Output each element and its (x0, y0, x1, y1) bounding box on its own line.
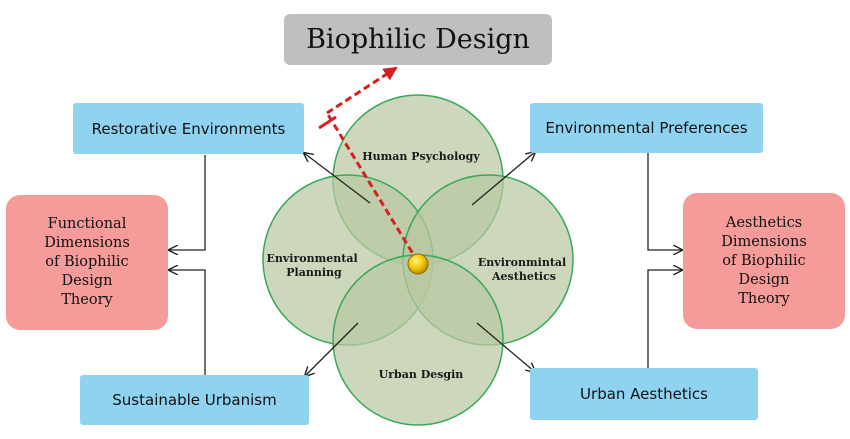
box-sustainable-urbanism: Sustainable Urbanism (80, 375, 309, 425)
venn-circles (262, 94, 574, 426)
box-urban-aesthetics: Urban Aesthetics (530, 368, 758, 420)
arrow-to-restorative (304, 153, 371, 204)
sustainable-label: Sustainable Urbanism (112, 391, 277, 409)
label-environmental-aesthetics: Environmintal Aesthetics (478, 256, 570, 283)
label-urban-design: Urban Desgin (379, 368, 464, 381)
arrow-to-urban-aesthetics (476, 322, 535, 372)
box-functional-dimensions: Functional Dimensions of Biophilic Desig… (6, 195, 168, 330)
center-dot (407, 253, 429, 275)
arrow-to-preferences (471, 152, 535, 206)
aesthetics-label: Aesthetics Dimensions of Biophilic Desig… (721, 214, 807, 307)
page-title: Biophilic Design (306, 24, 530, 55)
title-box: Biophilic Design (284, 14, 552, 65)
preferences-label: Environmental Preferences (545, 119, 748, 137)
circle-urban-design (332, 254, 504, 426)
arrow-to-sustainable (305, 322, 359, 376)
connector-urban-aesthetics (647, 270, 682, 368)
label-environmental-planning: Environmental Planning (267, 252, 362, 279)
connector-preferences-aesthetics (647, 153, 682, 250)
connector-sustainable-functional (169, 270, 206, 375)
pointer-dashed-arrow (326, 66, 398, 115)
connector-restorative-functional (169, 155, 206, 250)
pointer-cross-mark (318, 115, 337, 130)
functional-label: Functional Dimensions of Biophilic Desig… (44, 216, 130, 308)
restorative-label: Restorative Environments (91, 119, 286, 138)
label-human-psychology: Human Psychology (362, 150, 480, 163)
urban-aesthetics-label: Urban Aesthetics (580, 385, 708, 403)
pointer-dashed-line (325, 112, 420, 263)
box-aesthetics-dimensions: Aesthetics Dimensions of Biophilic Desig… (683, 193, 845, 329)
box-restorative-environments: Restorative Environments (73, 103, 304, 154)
box-environmental-preferences: Environmental Preferences (530, 103, 763, 153)
